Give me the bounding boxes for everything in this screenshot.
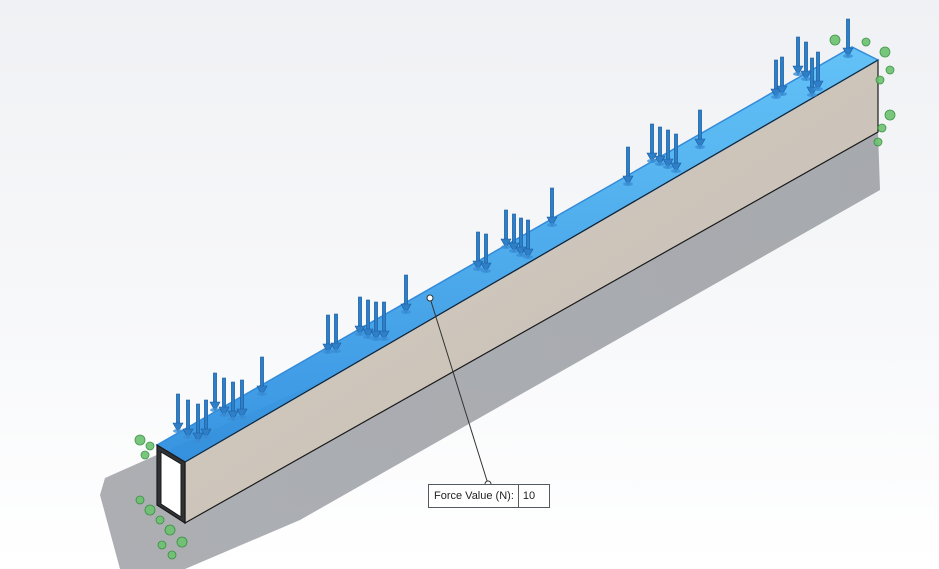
force-value-field[interactable]: 10 xyxy=(517,485,549,507)
fixture-icons-right[interactable] xyxy=(829,34,896,147)
callout-anchor-point[interactable] xyxy=(426,294,434,302)
beam-edge xyxy=(184,59,879,463)
beam-end-hole xyxy=(160,451,182,518)
fixture-icons-left[interactable] xyxy=(134,434,188,560)
callout-leader-line xyxy=(429,297,489,485)
force-value-callout[interactable]: Force Value (N): 10 xyxy=(428,484,550,508)
force-value-label: Force Value (N): xyxy=(434,490,514,502)
beam-side-face[interactable] xyxy=(184,58,879,525)
